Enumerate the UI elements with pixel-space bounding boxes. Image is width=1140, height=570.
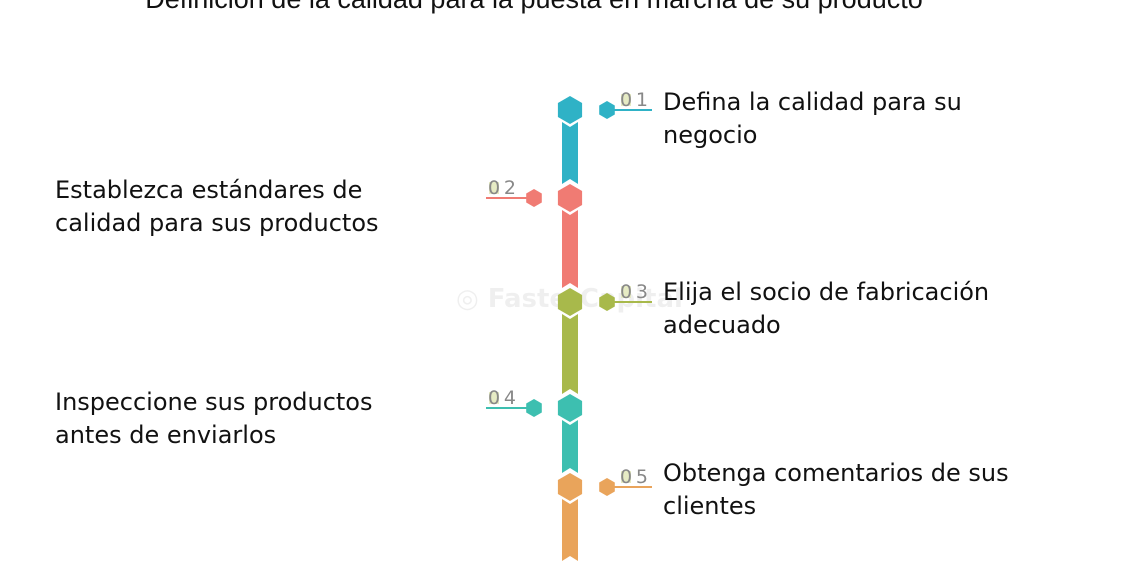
diagram-title: Definición de la calidad para la puesta …	[0, 0, 1068, 15]
step-2-text: Establezca estándares de calidad para su…	[55, 176, 379, 237]
step-number: 04	[488, 387, 516, 409]
timeline-node-hexagon	[557, 96, 583, 124]
timeline-segment	[562, 122, 578, 184]
step-5-text: Obtenga comentarios de sus clientes	[663, 459, 1009, 520]
step-3-text: Elija el socio de fabricación adecuado	[663, 278, 990, 339]
step-number: 02	[488, 177, 516, 199]
timeline-node-hexagon	[557, 473, 583, 501]
timeline-segment	[562, 420, 578, 473]
step-1-text: Defina la calidad para su negocio	[663, 88, 962, 149]
timeline-segment	[562, 499, 578, 561]
number-highlight	[621, 94, 631, 106]
step-4-text: Inspeccione sus productos antes de envia…	[55, 388, 373, 449]
timeline-node-hexagon	[557, 394, 583, 422]
number-highlight	[621, 471, 631, 483]
number-highlight	[621, 286, 631, 298]
number-highlight	[489, 392, 499, 404]
number-highlight	[489, 182, 499, 194]
step-number: 05	[620, 466, 648, 488]
step-number: 01	[620, 89, 648, 111]
timeline-segment	[562, 210, 578, 288]
timeline-node-hexagon	[557, 184, 583, 212]
step-number: 03	[620, 281, 648, 303]
timeline-segment	[562, 314, 578, 394]
timeline-node-hexagon	[557, 288, 583, 316]
